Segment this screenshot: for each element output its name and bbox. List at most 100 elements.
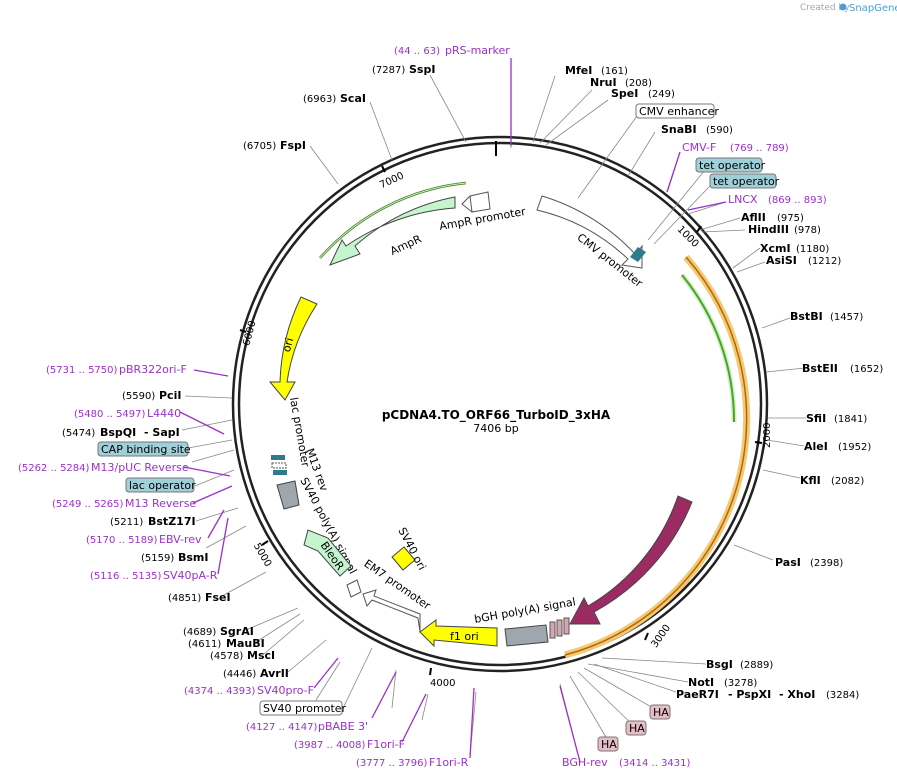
primer-sv40pa-r[interactable]: SV40pA-R — [163, 569, 218, 582]
tet-operator-box-1[interactable] — [695, 157, 763, 173]
orf-highlight-arc — [564, 254, 751, 659]
f1-ori-label: f1 ori — [450, 630, 479, 643]
sv40-ori-box[interactable] — [391, 546, 416, 571]
ha-tag-2 — [556, 619, 563, 637]
ha-label-3: HA — [601, 738, 617, 751]
snapgene-logo-icon — [839, 3, 847, 11]
primer-m13-reverse[interactable]: M13 Reverse — [125, 497, 196, 510]
enzyme-xhoi[interactable]: - XhoI — [779, 688, 815, 701]
enzyme-bsteii[interactable]: BstEII — [802, 362, 838, 375]
enzyme-pos-bstz17i: (5211) — [110, 517, 143, 528]
ha-label-2: HA — [629, 722, 645, 735]
cap-binding-site-label: CAP binding site — [101, 443, 191, 456]
enzyme-aflii[interactable]: AflII — [741, 211, 766, 224]
bgh-polya-box[interactable] — [504, 624, 549, 647]
credit-prefix: Created by — [800, 3, 850, 13]
enzyme-msci[interactable]: MscI — [247, 649, 275, 662]
ha-tag-3 — [563, 617, 570, 635]
ha-box-2[interactable] — [625, 720, 647, 736]
enzyme-kfli[interactable]: KflI — [800, 474, 821, 487]
enzyme-sgrai[interactable]: SgrAI — [220, 625, 254, 638]
enzyme-fspi[interactable]: FspI — [280, 139, 306, 152]
enzyme-bstbi[interactable]: BstBI — [790, 310, 823, 323]
enzyme-maubi[interactable]: MauBI — [226, 637, 265, 650]
primer-sv40pro-f[interactable]: SV40pro-F — [257, 684, 314, 697]
em7-promoter-arrow[interactable] — [362, 589, 421, 633]
enzyme-avrii[interactable]: AvrII — [260, 667, 289, 680]
primer-pos-lncx: (869 .. 893) — [768, 195, 827, 206]
enzyme-pos-alei: (1952) — [838, 442, 871, 453]
enzyme-noti[interactable]: NotI — [688, 676, 714, 689]
enzyme-fsei[interactable]: FseI — [205, 591, 231, 604]
primer-pos-sv40pa-r: (5116 .. 5135) — [90, 571, 162, 582]
enzyme-bstz17i[interactable]: BstZ17I — [148, 515, 196, 528]
primer-pbr322ori-f[interactable]: pBR322ori-F — [119, 363, 187, 376]
primer-l4440[interactable]: L4440 — [147, 407, 181, 420]
ampr-promoter-arrow[interactable] — [461, 191, 491, 213]
primer-pos-pbabe3: (4127 .. 4147) — [246, 722, 318, 733]
lac-operator-marker — [273, 470, 287, 475]
turboid-arrow[interactable] — [569, 495, 693, 625]
enzyme-spei[interactable]: SpeI — [611, 87, 638, 100]
enzyme-pos-xhoi: (3284) — [826, 690, 859, 701]
enzyme-paer7i[interactable]: PaeR7I — [676, 688, 719, 701]
enzyme-scai[interactable]: ScaI — [340, 92, 366, 105]
cmv-promoter-arrow[interactable] — [536, 195, 643, 269]
primer-pos-l4440: (5480 .. 5497) — [74, 409, 146, 420]
enzyme-bsmi[interactable]: BsmI — [178, 551, 209, 564]
enzyme-pos-bsteii: (1652) — [850, 364, 883, 375]
primer-f1ori-r[interactable]: F1ori-R — [429, 756, 469, 769]
enzyme-sapi[interactable]: - SapI — [144, 426, 180, 439]
enzyme-pcii[interactable]: PciI — [159, 389, 181, 402]
bleor-arrow[interactable] — [303, 529, 352, 577]
enzyme-pos-msci: (4578) — [210, 651, 243, 662]
primer-pos-bgh-rev: (3414 .. 3431) — [619, 758, 691, 769]
ori-label: ori — [280, 336, 296, 353]
primer-f1ori-f[interactable]: F1ori-F — [367, 738, 405, 751]
primer-pbabe3[interactable]: pBABE 3' — [318, 720, 368, 733]
enzyme-alei[interactable]: AleI — [804, 440, 828, 453]
enzyme-pos-aflii: (975) — [777, 213, 804, 224]
enzyme-sfii[interactable]: SfiI — [806, 412, 826, 425]
ori-arrow[interactable] — [268, 296, 318, 401]
enzyme-pos-bsgi: (2889) — [740, 660, 773, 671]
primer-pos-f1ori-f: (3987 .. 4008) — [294, 740, 366, 751]
boxed-labels: CMV enhancer tet operator tet operator C… — [97, 103, 780, 752]
cap-site-marker — [271, 455, 285, 460]
primer-ebv-rev[interactable]: EBV-rev — [159, 533, 202, 546]
enzyme-pasi[interactable]: PasI — [775, 556, 801, 569]
primer-cmv-f[interactable]: CMV-F — [682, 141, 716, 154]
tet-operator-box-2[interactable] — [709, 173, 777, 189]
ha-box-1[interactable] — [649, 704, 671, 720]
primer-pos-f1ori-r: (3777 .. 3796) — [356, 758, 428, 769]
enzyme-sspi[interactable]: SspI — [409, 63, 435, 76]
enzyme-nrui[interactable]: NruI — [590, 76, 617, 89]
enzyme-pspxi[interactable]: - PspXI — [728, 688, 771, 701]
sv40-promoter-box[interactable] — [259, 700, 343, 716]
enzyme-pos-fspi: (6705) — [243, 141, 276, 152]
lac-promoter-marker — [271, 462, 287, 469]
enzyme-bspqi[interactable]: BspQI — [100, 426, 136, 439]
ampr-arrow[interactable] — [329, 196, 456, 266]
primer-lncx[interactable]: LNCX — [728, 193, 758, 206]
primer-prs-marker[interactable]: pRS-marker — [445, 44, 510, 57]
sv40-polya-box[interactable] — [276, 480, 300, 510]
lac-operator-box[interactable] — [125, 477, 195, 493]
primer-m13-puc-reverse[interactable]: M13/pUC Reverse — [91, 461, 189, 474]
cap-binding-site-box[interactable] — [97, 441, 189, 457]
enzyme-asisi[interactable]: AsiSI — [766, 254, 797, 267]
primer-bgh-rev[interactable]: BGH-rev — [562, 756, 608, 769]
tick-label-4000: 4000 — [430, 678, 455, 689]
enzyme-pos-sfii: (1841) — [834, 414, 867, 425]
tick-label-7000: 7000 — [378, 170, 406, 191]
ha-box-3[interactable] — [597, 736, 619, 752]
enzyme-bsgi[interactable]: BsgI — [706, 658, 733, 671]
f1-ori-arrow[interactable] — [419, 619, 498, 648]
enzyme-snabi[interactable]: SnaBI — [661, 123, 697, 136]
enzyme-hindiii[interactable]: HindIII — [748, 223, 789, 236]
cmv-enhancer-box[interactable] — [635, 103, 715, 119]
enzyme-pos-mfei: (161) — [601, 66, 628, 77]
enzyme-xcmi[interactable]: XcmI — [760, 242, 791, 255]
enzyme-mfei[interactable]: MfeI — [565, 64, 592, 77]
lac-operator-label: lac operator — [129, 479, 196, 492]
